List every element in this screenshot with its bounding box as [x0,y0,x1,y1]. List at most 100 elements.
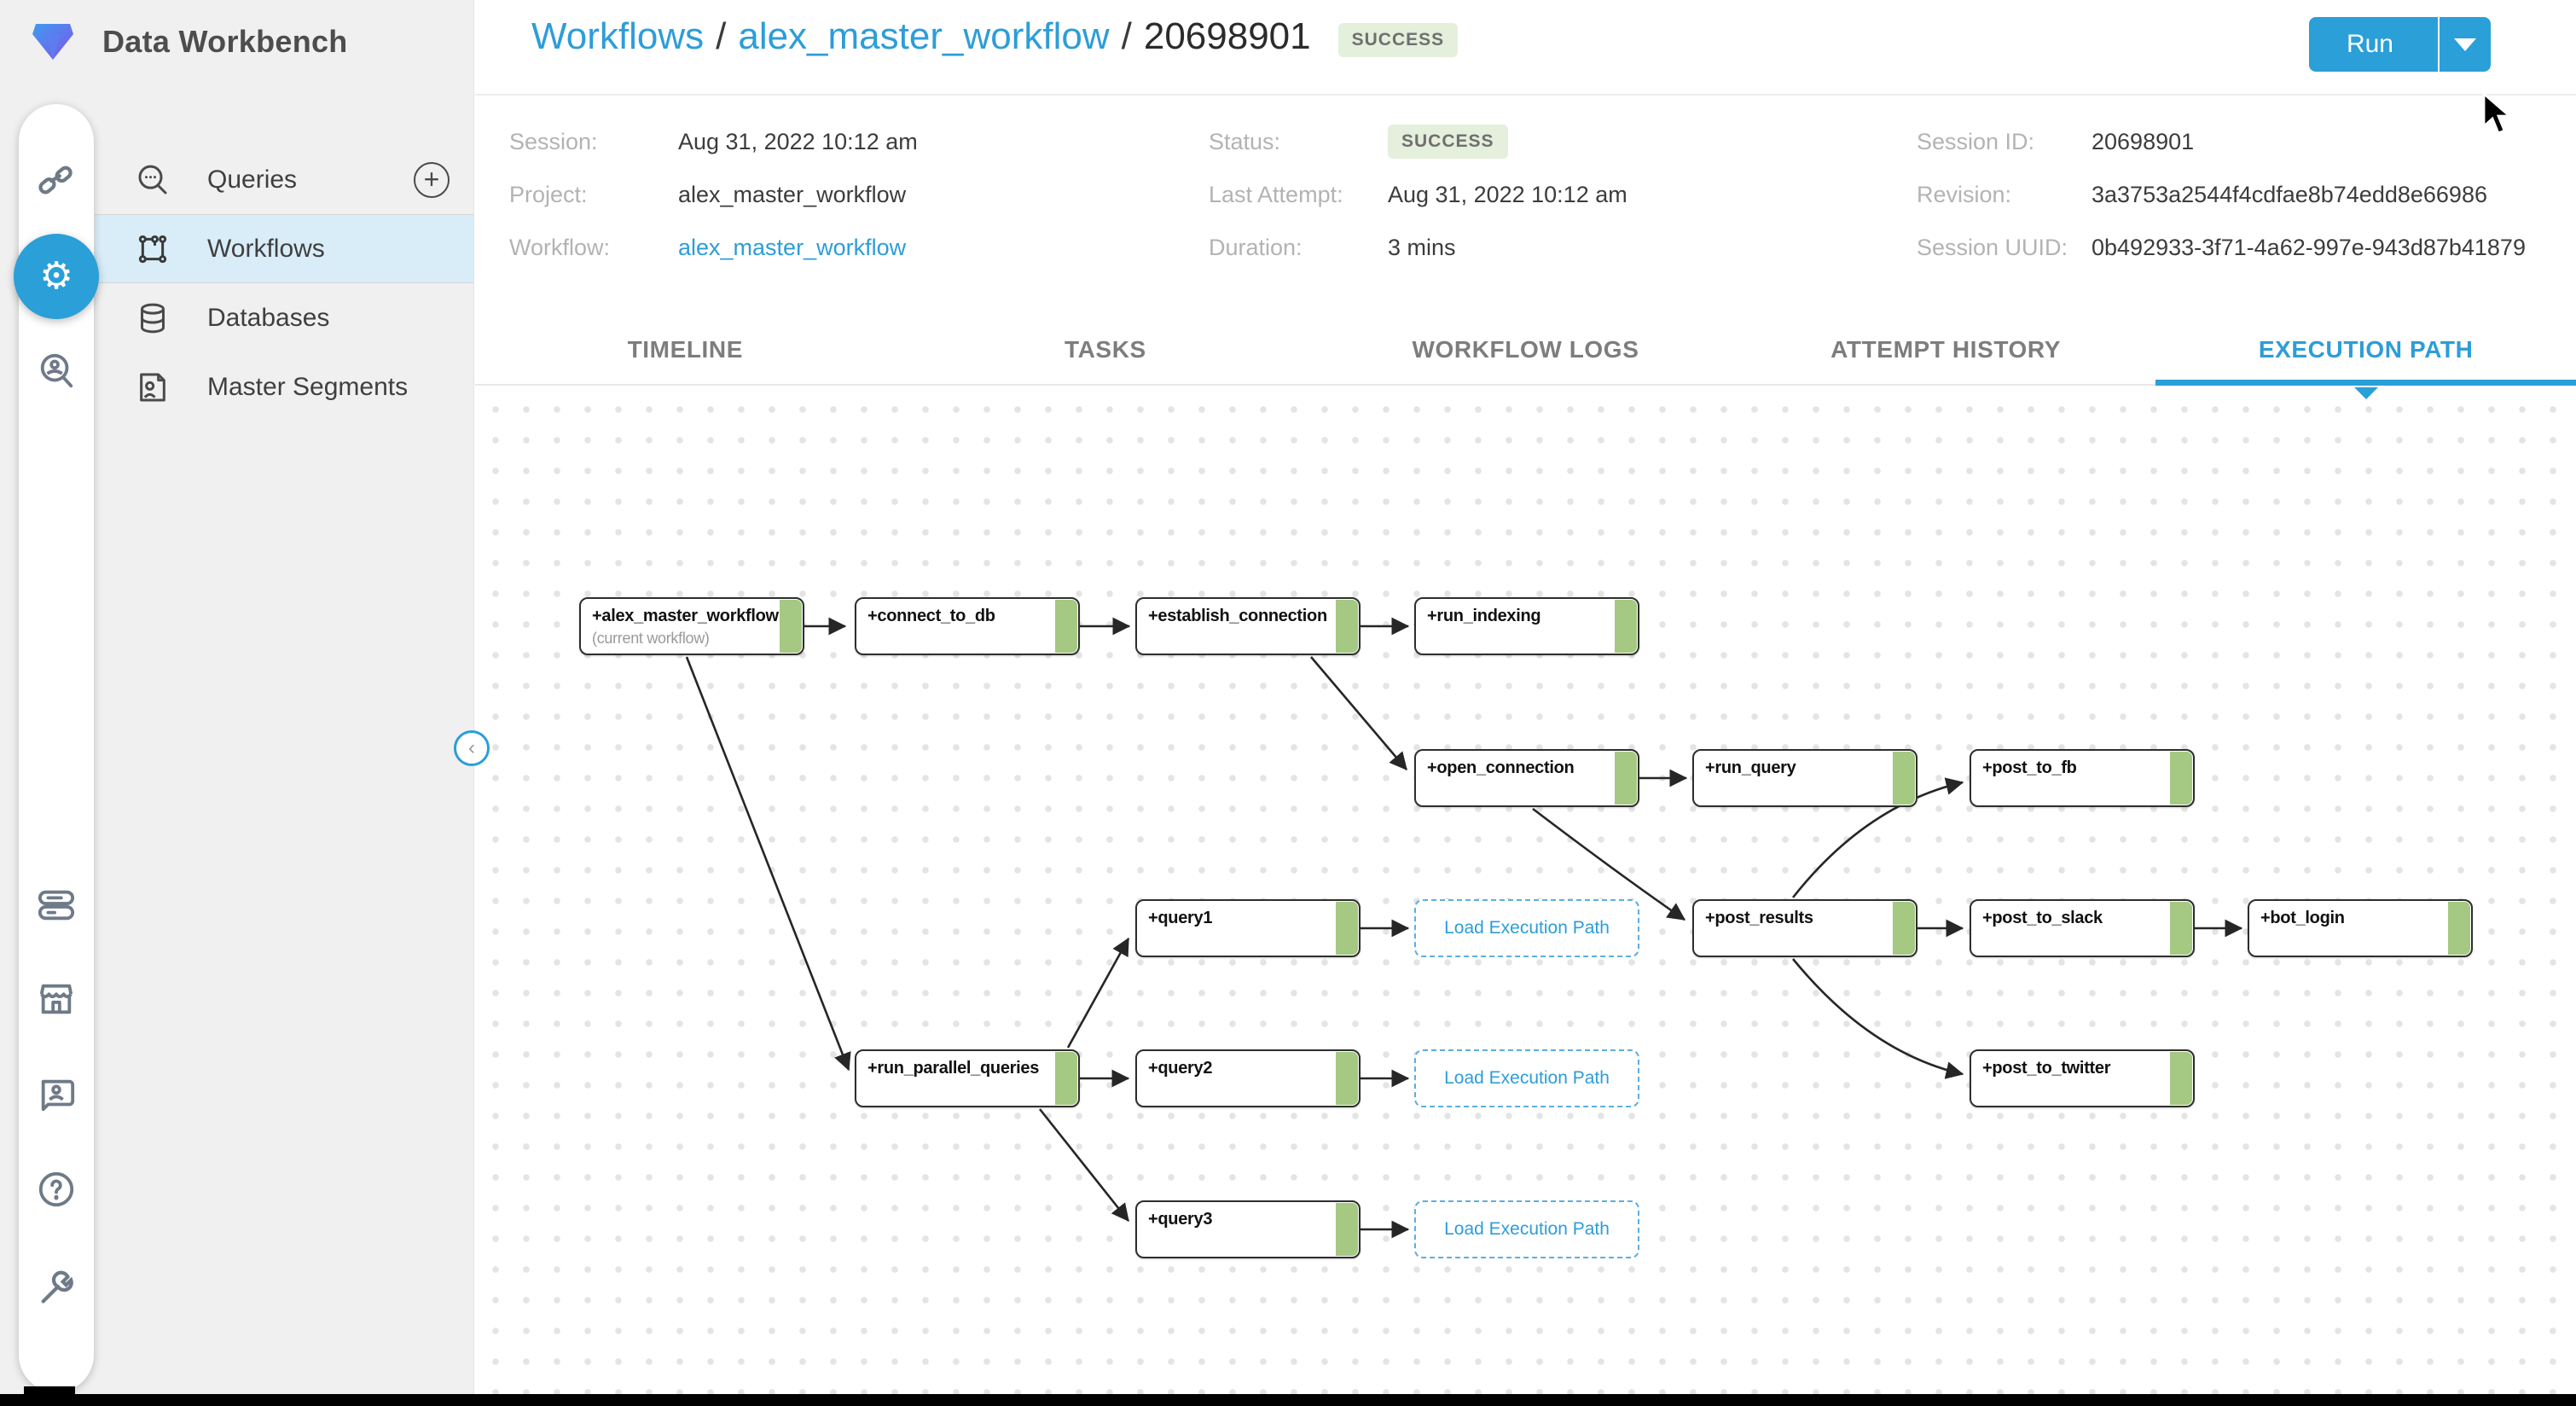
add-query-button[interactable]: + [414,161,450,198]
workflow-node-establish-connection[interactable]: +establish_connection [1135,597,1361,655]
run-options-button[interactable] [2440,17,2491,72]
node-label: +query2 [1148,1059,1213,1078]
success-bar [2170,902,2192,955]
sidebar-item-master-segments[interactable]: Master Segments [95,352,473,421]
session-info: Session: Aug 31, 2022 10:12 am Project: … [475,96,2576,316]
node-label: +run_query [1705,758,1796,777]
load-execution-path-button-3[interactable]: Load Execution Path [1414,1200,1639,1258]
page-header: Workflows / alex_master_workflow / 20698… [475,0,2576,96]
workflow-sync-icon[interactable]: ⚙ [14,234,99,319]
help-icon[interactable] [37,1170,76,1209]
tab-attempt-history[interactable]: ATTEMPT HISTORY [1830,336,2061,363]
chat-person-icon[interactable] [37,1075,76,1114]
success-bar [1893,902,1915,955]
load-execution-path-button-2[interactable]: Load Execution Path [1414,1049,1639,1107]
chevron-down-icon [2454,38,2476,51]
sidebar-item-label: Queries [207,165,298,194]
execution-path-canvas[interactable]: +alex_master_workflow (current workflow)… [475,386,2576,1394]
node-label: +post_to_twitter [1982,1059,2111,1078]
sidebar-item-databases[interactable]: Databases [95,283,473,352]
breadcrumb: Workflows / alex_master_workflow / 20698… [531,15,1459,58]
workflow-node-connect-to-db[interactable]: +connect_to_db [855,597,1080,655]
tab-execution-path[interactable]: EXECUTION PATH [2155,316,2576,399]
workflow-node-bot-login[interactable]: +bot_login [2248,899,2473,957]
workflow-node-run-parallel-queries[interactable]: +run_parallel_queries [855,1049,1080,1107]
duration-value: 3 mins [1388,234,1456,260]
run-button[interactable]: Run [2308,17,2440,72]
icon-rail: ⚙ [14,104,99,1392]
tab-tasks[interactable]: TASKS [1064,336,1146,363]
bottom-notch [24,1386,75,1406]
success-bar [2170,1052,2192,1105]
node-label: +connect_to_db [867,607,995,625]
breadcrumb-workflows-link[interactable]: Workflows [531,15,705,57]
workflow-node-post-to-slack[interactable]: +post_to_slack [1970,899,2195,957]
node-label: +alex_master_workflow [592,607,779,625]
link-icon[interactable] [37,161,76,200]
app-title: Data Workbench [102,24,348,59]
node-label: +open_connection [1427,758,1575,777]
status-label: Status: [1209,128,1281,154]
status-value-badge: SUCCESS [1388,125,1508,159]
success-bar [1336,1052,1358,1105]
node-label: +post_to_slack [1982,909,2103,927]
workflow-node-post-results[interactable]: +post_results [1692,899,1917,957]
workflow-node-query3[interactable]: +query3 [1135,1200,1361,1258]
session-id-value: 20698901 [2092,128,2195,154]
breadcrumb-session-id: 20698901 [1143,15,1311,57]
workflow-edges [685,617,2243,1239]
tab-workflow-logs[interactable]: WORKFLOW LOGS [1412,336,1639,363]
node-label: +post_to_fb [1982,758,2077,777]
gear-icon: ⚙ [39,254,73,298]
session-label: Session: [509,128,598,154]
success-bar [1615,752,1637,805]
sidebar-item-queries[interactable]: Queries + [95,145,473,214]
run-button-group: Run [2308,17,2491,72]
workflow-node-run-indexing[interactable]: +run_indexing [1414,597,1639,655]
workflow-node-run-query[interactable]: +run_query [1692,749,1917,807]
session-id-label: Session ID: [1917,128,2035,154]
success-bar [1336,1203,1358,1256]
project-value: alex_master_workflow [678,181,907,207]
success-bar [1336,600,1358,653]
tab-timeline[interactable]: TIMELINE [627,336,744,363]
workflow-node-alex-master-workflow[interactable]: +alex_master_workflow (current workflow) [579,597,804,655]
tab-label: EXECUTION PATH [2258,336,2474,363]
store-icon[interactable] [37,979,76,1019]
load-button-label: Load Execution Path [1444,918,1610,938]
success-bar [1055,600,1077,653]
query-search-icon [138,165,167,194]
brand: Data Workbench [31,22,348,61]
workflow-node-post-to-twitter[interactable]: +post_to_twitter [1970,1049,2195,1107]
breadcrumb-project-link[interactable]: alex_master_workflow [738,15,1110,57]
sidebar-collapse-button[interactable]: ‹ [454,730,490,766]
success-bar [1615,600,1637,653]
database-icon [141,303,165,333]
success-bar [1893,752,1915,805]
success-bar [1055,1052,1077,1105]
session-value: Aug 31, 2022 10:12 am [678,128,918,154]
load-execution-path-button-1[interactable]: Load Execution Path [1414,899,1639,957]
workflow-link[interactable]: alex_master_workflow [678,234,907,260]
node-label: +run_indexing [1427,607,1541,625]
wrench-icon[interactable] [37,1269,76,1308]
duration-label: Duration: [1209,234,1303,260]
bottom-bar [0,1394,2576,1406]
project-label: Project: [509,181,588,207]
workflow-node-query1[interactable]: +query1 [1135,899,1361,957]
workflow-node-open-connection[interactable]: +open_connection [1414,749,1639,807]
revision-label: Revision: [1917,181,2012,207]
sidebar-item-workflows[interactable]: Workflows [95,214,473,283]
workflow-label: Workflow: [509,234,611,260]
sidebar-item-label: Databases [207,303,330,332]
node-label: +post_results [1705,909,1813,927]
workflow-node-query2[interactable]: +query2 [1135,1049,1361,1107]
person-search-icon[interactable] [37,352,76,391]
sidebar: Data Workbench ⚙ [0,0,474,1406]
master-segments-icon [140,373,165,401]
node-label: +establish_connection [1148,607,1327,625]
success-bar [2170,752,2192,805]
workflow-node-post-to-fb[interactable]: +post_to_fb [1970,749,2195,807]
parallel-tasks-icon[interactable] [37,886,76,925]
